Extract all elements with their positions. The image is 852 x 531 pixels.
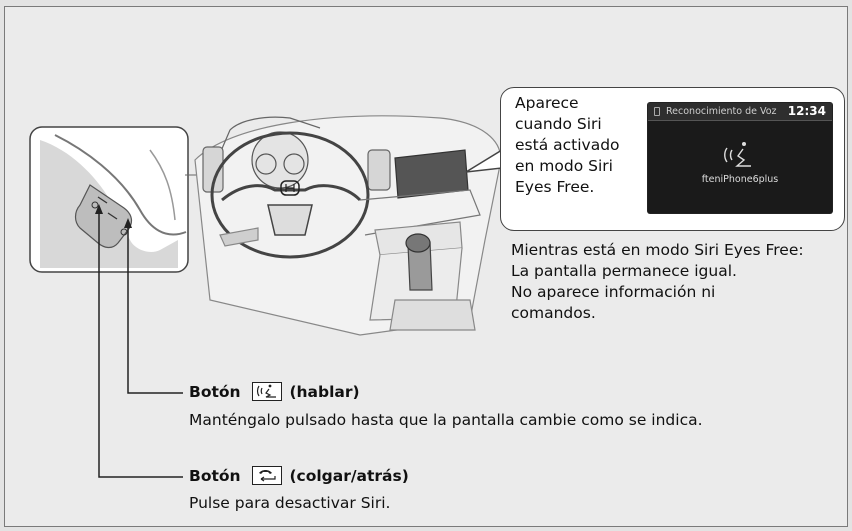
hangup-button-leader	[98, 208, 183, 478]
voice-talk-icon	[724, 142, 751, 167]
talk-button-description: Manténgalo pulsado hasta que la pantalla…	[189, 411, 703, 429]
steering-wheel-controls-inset	[29, 126, 262, 273]
note-line: Mientras está en modo Siri Eyes Free:	[511, 241, 804, 259]
callout-description: Aparece cuando Siri está activado en mod…	[515, 93, 643, 198]
talk-button-annotation: Botón (hablar)	[189, 382, 360, 403]
hangup-button-annotation: Botón (colgar/atrás)	[189, 466, 409, 487]
talk-button-pointer	[124, 218, 132, 228]
callout-line: cuando Siri	[515, 115, 602, 133]
screen-clock: 12:34	[787, 104, 826, 118]
talk-icon	[251, 382, 282, 401]
phone-icon	[654, 107, 660, 116]
callout-line: Eyes Free.	[515, 178, 595, 196]
dashboard-illustration	[194, 115, 502, 336]
audio-screen: Reconocimiento de Voz 12:34 fteniPhone6p…	[648, 103, 832, 213]
talk-button-label: Botón	[189, 383, 241, 401]
talk-button-leader	[127, 222, 183, 394]
hangup-button-label: Botón	[189, 467, 241, 485]
note-line: La pantalla permanece igual.	[511, 262, 737, 280]
callout-line: Aparece	[515, 94, 579, 112]
screen-title: Reconocimiento de Voz	[666, 106, 777, 117]
callout-line: está activado	[515, 136, 620, 154]
screen-header: Reconocimiento de Voz 12:34	[648, 103, 832, 121]
talk-button-name: (hablar)	[289, 383, 360, 401]
note-line: No aparece información ni	[511, 283, 716, 301]
hangup-button-name: (colgar/atrás)	[289, 467, 409, 485]
note-line: comandos.	[511, 304, 596, 322]
hang-up-back-icon	[251, 466, 282, 485]
callout-line: en modo Siri	[515, 157, 613, 175]
hangup-button-pointer	[95, 204, 103, 214]
hangup-button-description: Pulse para desactivar Siri.	[189, 494, 391, 512]
device-name: fteniPhone6plus	[701, 174, 779, 185]
siri-mode-note: Mientras está en modo Siri Eyes Free: La…	[511, 240, 841, 324]
